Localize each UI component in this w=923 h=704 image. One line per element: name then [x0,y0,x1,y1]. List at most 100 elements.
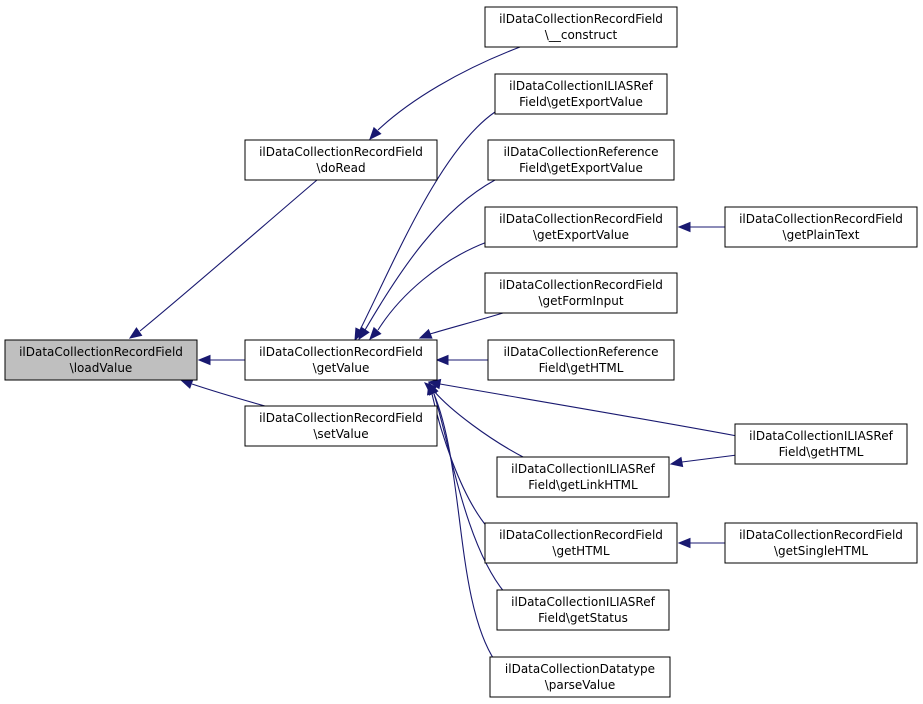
arrow-head [435,354,449,366]
node-refExport[interactable]: ilDataCollectionReferenceField\getExport… [487,139,675,181]
node-box [724,206,918,248]
node-method-label: Field\getLinkHTML [528,478,638,492]
edge-line [439,383,738,437]
edge-line [139,179,318,332]
arrow-head [197,354,211,366]
node-method-label: \loadValue [70,361,133,375]
edge-iliasHTML-to-iliasLinkHTML [669,454,738,468]
edge-refExport-to-getValue [358,179,496,341]
edge-getValue-to-loadValue [197,354,245,366]
node-class-label: ilDataCollectionILIASRef [511,462,655,476]
node-class-label: ilDataCollectionRecordField [259,345,423,359]
node-construct[interactable]: ilDataCollectionRecordField \__construct [484,6,678,48]
node-getSingleHTML[interactable]: ilDataCollectionRecordField \getSingleHTM… [724,522,918,564]
node-setValue[interactable]: ilDataCollectionRecordField \setValue [244,405,438,447]
node-class-label: ilDataCollectionILIASRef [509,79,653,93]
node-iliasExport[interactable]: ilDataCollectionILIASRefField\getExportV… [494,73,668,115]
edge-line [364,179,496,331]
node-box [496,456,670,498]
arrow-head [428,381,439,396]
edge-line [433,390,526,459]
node-method-label: \getHTML [552,544,609,558]
arrow-head [669,456,684,468]
node-class-label: ilDataCollectionRecordField [499,528,663,542]
node-parseValue[interactable]: ilDataCollectionDatatype \parseValue [489,656,671,698]
node-recExport[interactable]: ilDataCollectionRecordField \getExportVal… [484,206,678,248]
node-class-label: ilDataCollectionRecordField [499,12,663,26]
node-iliasLinkHTML[interactable]: ilDataCollectionILIASRefField\getLinkHTM… [496,456,670,498]
edge-line [191,383,266,407]
node-box [724,522,918,564]
edge-construct-to-doRead [369,46,521,140]
node-class-label: ilDataCollectionRecordField [259,145,423,159]
node-box [484,272,678,314]
node-box [489,656,671,698]
edge-line [681,454,738,463]
node-method-label: \getFormInput [538,294,623,308]
node-class-label: ilDataCollectionRecordField [739,528,903,542]
node-loadValue[interactable]: ilDataCollectionRecordField\loadValue [4,339,198,381]
edge-line [377,241,488,331]
node-method-label: \doRead [316,161,365,175]
node-getValue[interactable]: ilDataCollectionRecordField \getValue [244,339,438,381]
node-box [487,139,675,181]
arrow-head [418,328,433,339]
node-doRead[interactable]: ilDataCollectionRecordField \doRead [244,139,438,181]
edge-line [433,393,496,662]
node-method-label: Field\getHTML [539,361,624,375]
node-getFormInput[interactable]: ilDataCollectionRecordField \getFormInput [484,272,678,314]
node-class-label: ilDataCollectionRecordField [259,411,423,425]
node-method-label: \setValue [313,427,368,441]
node-box [484,522,678,564]
edge-getFormInput-to-getValue [418,312,504,339]
edge-line [377,46,521,131]
arrow-head [427,378,442,390]
node-method-label: \getSingleHTML [774,544,868,558]
node-method-label: Field\getHTML [779,445,864,459]
arrow-head [179,379,194,389]
node-box [244,139,438,181]
node-box [244,339,438,381]
node-class-label: ilDataCollectionReference [503,145,658,159]
edge-line [429,312,504,335]
node-box [484,206,678,248]
edge-recExport-to-getValue [369,241,488,340]
node-method-label: Field\getExportValue [519,161,643,175]
node-class-label: ilDataCollectionDatatype [505,662,655,676]
edge-iliasLinkHTML-to-getValue [424,382,526,459]
edge-getPlainText-to-recExport [677,221,725,233]
node-method-label: \getPlainText [783,228,860,242]
edge-parseValue-to-getValue [428,381,496,662]
arrow-head [369,326,382,340]
node-class-label: ilDataCollectionRecordField [739,212,903,226]
nodes-layer: ilDataCollectionRecordField\loadValueilD… [4,6,918,698]
node-class-label: ilDataCollectionReference [503,345,658,359]
edge-line [433,393,506,594]
node-box [4,339,198,381]
node-class-label: ilDataCollectionRecordField [499,212,663,226]
node-box [484,6,678,48]
arrow-head [677,221,691,233]
arrow-head [358,326,370,341]
node-method-label: \parseValue [545,678,616,692]
node-method-label: \getValue [313,361,370,375]
edge-getSingleHTML-to-recHTML [677,537,725,549]
node-method-label: \__construct [545,28,618,42]
node-method-label: Field\getExportValue [519,95,643,109]
node-method-label: \getExportValue [533,228,629,242]
arrow-head [677,537,691,549]
node-box [734,423,908,465]
node-class-label: ilDataCollectionRecordField [499,278,663,292]
node-getPlainText[interactable]: ilDataCollectionRecordField \getPlainText [724,206,918,248]
node-class-label: ilDataCollectionILIASRef [511,595,655,609]
node-method-label: Field\getStatus [538,611,628,625]
node-box [494,73,668,115]
node-class-label: ilDataCollectionILIASRef [749,429,893,443]
edge-setValue-to-loadValue [179,379,266,407]
node-recHTML[interactable]: ilDataCollectionRecordField \getHTML [484,522,678,564]
node-box [487,339,675,381]
